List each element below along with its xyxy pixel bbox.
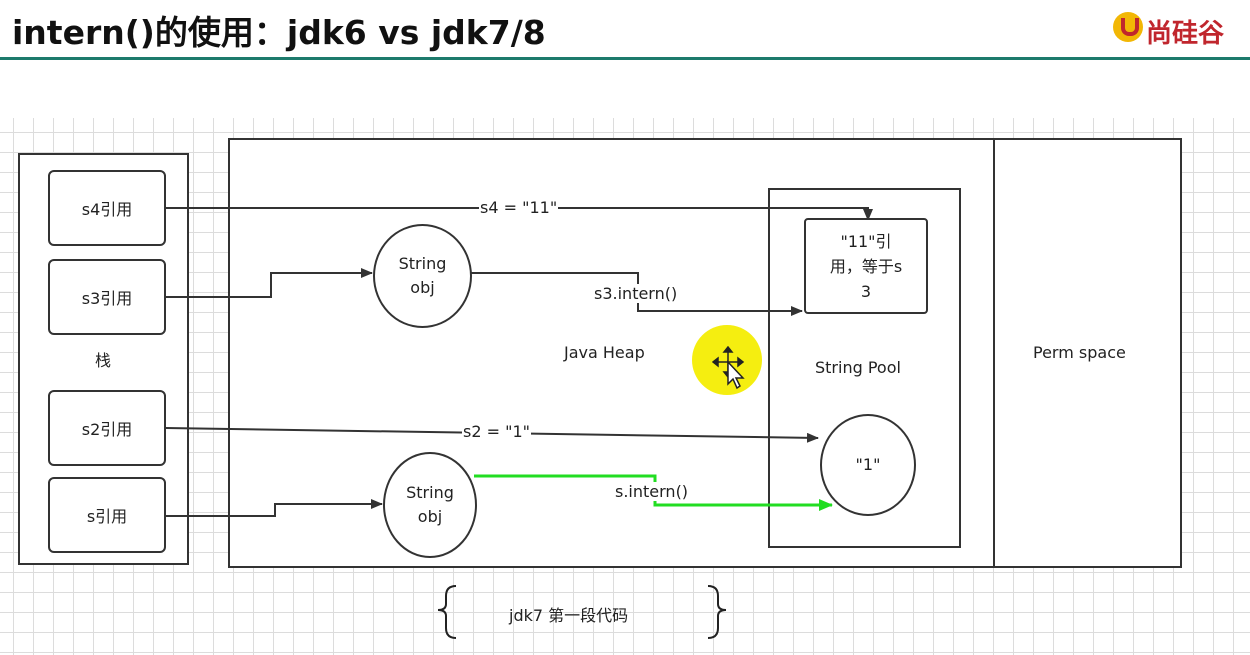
u-logo-icon (1113, 12, 1143, 42)
cursor-highlight (692, 325, 762, 395)
stack-label: 栈 (95, 351, 112, 370)
slide-title: intern()的使用：jdk6 vs jdk7/8 (12, 13, 546, 52)
header-rule (0, 57, 1250, 60)
pool-entry-1: "1" (820, 414, 916, 516)
stack-ref-s4: s4引用 (48, 170, 166, 246)
edge-label-s-intern: s.intern() (614, 482, 690, 501)
move-cursor-icon (712, 346, 745, 390)
left-brace (437, 585, 457, 639)
string-obj-s3: String obj (373, 224, 472, 328)
edge-label-s2: s2 = "1" (462, 422, 531, 441)
java-heap-label: Java Heap (564, 343, 645, 362)
perm-space-label: Perm space (1033, 343, 1126, 362)
slide-header: intern()的使用：jdk6 vs jdk7/8 尚硅谷 (0, 0, 1250, 60)
stack-ref-s: s引用 (48, 477, 166, 553)
edge-s-obj (166, 499, 383, 517)
logo-text: 尚硅谷 (1146, 19, 1225, 49)
pool-entry-11: "11"引 用，等于s 3 (804, 218, 928, 314)
string-pool-label: String Pool (815, 358, 901, 377)
edge-s3-obj (166, 268, 373, 298)
edge-label-s4: s4 = "11" (479, 198, 559, 217)
right-brace (707, 585, 727, 639)
stack-ref-s3: s3引用 (48, 259, 166, 335)
stack-ref-s2: s2引用 (48, 390, 166, 466)
edge-label-s3-intern: s3.intern() (593, 284, 679, 303)
string-obj-s: String obj (383, 452, 477, 558)
edge-s4 (166, 207, 873, 221)
diagram-caption: jdk7 第一段代码 (509, 606, 629, 625)
